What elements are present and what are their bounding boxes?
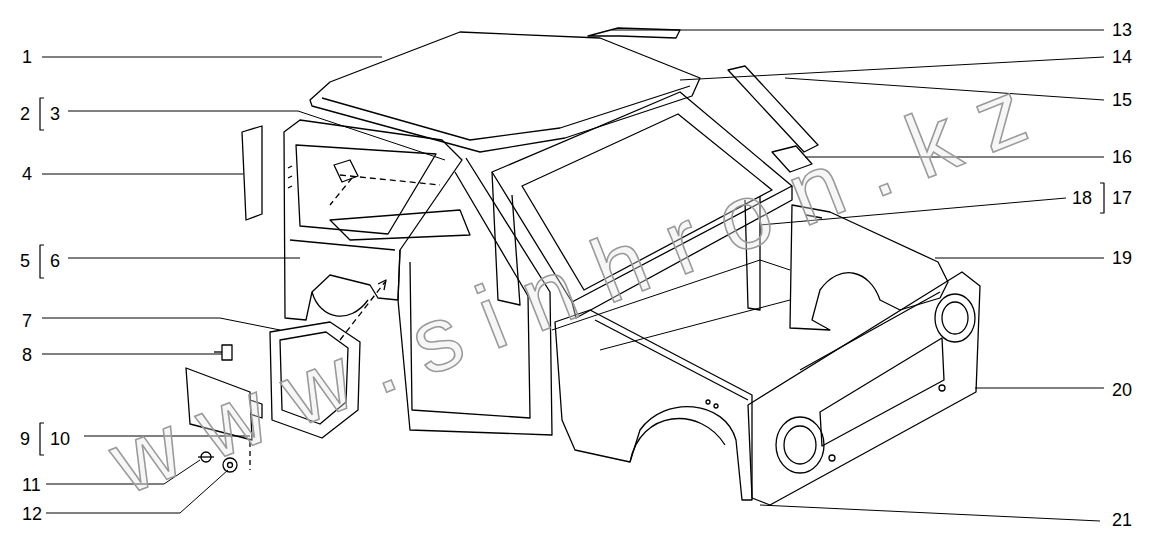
callout-number: 13 <box>1112 20 1132 40</box>
watermark: www.sinhron.kz <box>98 55 1061 508</box>
callout-number: 15 <box>1112 90 1132 110</box>
callout-number: 6 <box>50 251 60 271</box>
callout-number: 10 <box>50 429 70 449</box>
callout-number: 8 <box>22 345 32 365</box>
pillar-trim <box>242 126 262 220</box>
leader-lines <box>42 30 1104 521</box>
front-panel <box>748 272 980 505</box>
callout-number: 2 <box>20 104 30 124</box>
rear-shelf <box>330 210 470 240</box>
callout-number: 18 <box>1072 188 1092 208</box>
callout-number: 14 <box>1112 47 1132 67</box>
callout-number: 20 <box>1112 380 1132 400</box>
callout-number: 9 <box>20 429 30 449</box>
callout-number: 7 <box>22 311 32 331</box>
callout-number: 5 <box>20 251 30 271</box>
callout-number: 12 <box>22 504 42 524</box>
callout-number: 11 <box>22 475 41 495</box>
callout-number: 3 <box>50 104 60 124</box>
roof-panel <box>310 32 700 152</box>
callout-number: 16 <box>1112 147 1132 167</box>
callout-number: 17 <box>1112 188 1132 208</box>
callout-number: 4 <box>22 164 32 184</box>
callout-number: 21 <box>1112 510 1132 530</box>
callout-number: 19 <box>1112 248 1132 268</box>
callout-number: 1 <box>22 47 32 67</box>
roof-rail <box>588 28 680 38</box>
front-fender <box>555 310 752 500</box>
drip-rail <box>728 66 818 152</box>
